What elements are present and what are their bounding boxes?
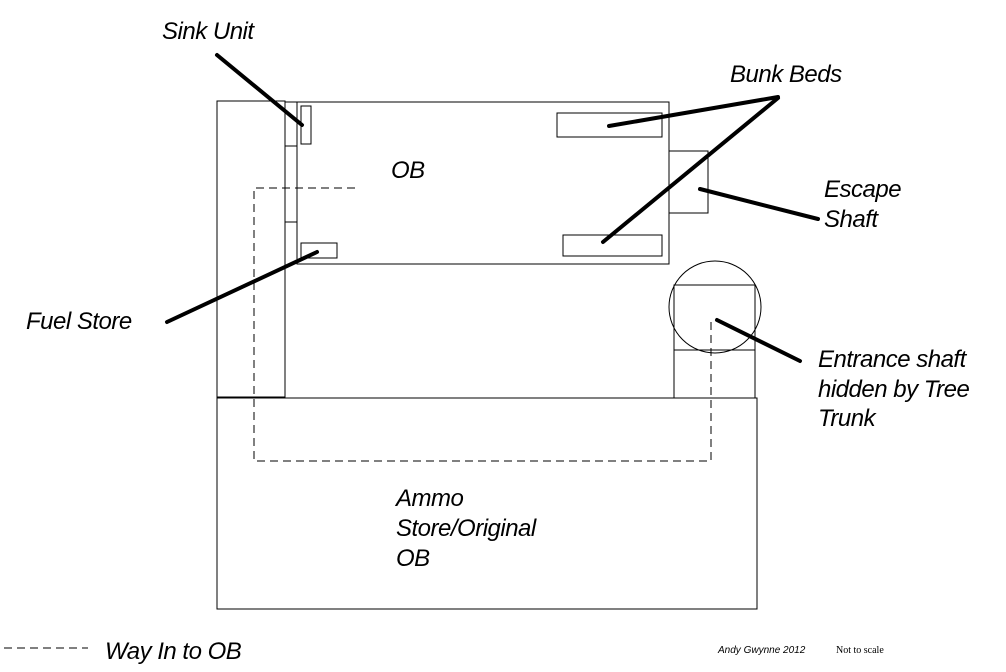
bunk-beds-label: Bunk Beds [730, 61, 842, 88]
ammo-store-room [216, 397, 758, 610]
entrance-shaft-leader [715, 318, 802, 363]
escape-shaft-leader [698, 187, 820, 221]
ammo-store-label-1: Ammo [394, 485, 463, 512]
ammo-store-label-2: Store/Original [396, 515, 537, 542]
fuel-store-label: Fuel Store [26, 308, 132, 335]
entrance-shaft-box [673, 284, 756, 351]
bunk-bed-bottom [562, 234, 663, 257]
escape-shaft-label-2: Shaft [824, 206, 879, 233]
escape-shaft-label-1: Escape [824, 176, 901, 203]
escape-shaft-box [668, 150, 709, 214]
entrance-shaft-label-1: Entrance shaft [818, 346, 968, 373]
credit-text: Andy Gwynne 2012 [717, 645, 806, 656]
fuel-store-leader [165, 250, 319, 324]
entrance-shaft-label-3: Trunk [818, 405, 878, 432]
sink-unit-label: Sink Unit [162, 18, 255, 45]
scale-note: Not to scale [836, 645, 884, 656]
bunk-bed-leader-bottom [601, 96, 780, 244]
ammo-store-label-3: OB [396, 545, 430, 572]
sink-unit-box-outer [284, 101, 298, 147]
legend-way-in-label: Way In to OB [105, 638, 242, 665]
sink-unit-leader [215, 53, 304, 127]
tree-trunk-circle [668, 260, 762, 354]
entrance-shaft-lower [673, 349, 756, 399]
bunk-bed-leader-top [607, 95, 780, 128]
ob-label: OB [391, 157, 425, 184]
fuel-store-box [300, 242, 338, 259]
way-in-route [253, 187, 712, 462]
fuel-corridor-wall [216, 100, 286, 398]
bunk-bed-top [556, 112, 663, 138]
entrance-shaft-label-2: hidden by Tree [818, 376, 969, 403]
